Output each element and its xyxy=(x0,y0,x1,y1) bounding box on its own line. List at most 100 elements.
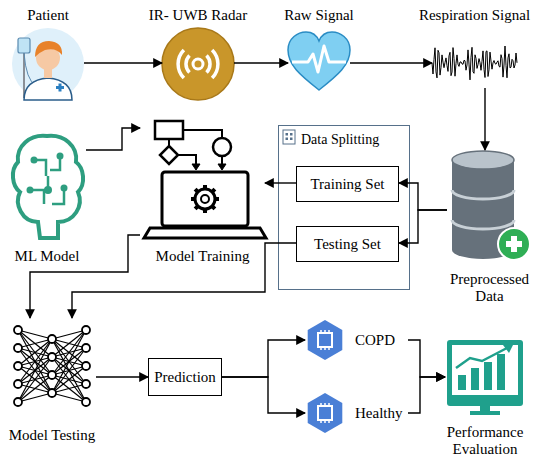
network-link xyxy=(18,339,52,402)
chip-icon-part xyxy=(321,330,329,350)
network-link xyxy=(52,366,86,393)
flow-arrow xyxy=(399,183,447,210)
group-box: Data SplittingTraining SetTesting Set xyxy=(278,125,410,290)
radar-icon-part xyxy=(162,28,234,100)
network-neuron xyxy=(48,335,56,343)
group-title: Data Splitting xyxy=(301,131,379,148)
database-icon-part xyxy=(452,220,514,229)
heart-icon xyxy=(288,32,350,90)
chip-icon-part xyxy=(318,333,332,347)
brain-icon-part xyxy=(30,156,64,204)
database-icon-part xyxy=(511,236,517,252)
heart-icon-part xyxy=(288,32,350,90)
building-icon-part xyxy=(290,133,293,136)
laptop-icon-part xyxy=(191,185,219,213)
network-link xyxy=(52,330,86,393)
brain-icon-part xyxy=(57,153,64,160)
flow-arrow xyxy=(484,88,485,150)
flow-arrow xyxy=(30,235,140,318)
node-label: Prediction xyxy=(154,369,216,386)
laptop-icon-part xyxy=(155,121,183,139)
database-node: Preprocessed Data xyxy=(447,150,532,265)
node-label: Patient xyxy=(27,7,69,24)
flow-arrow xyxy=(399,210,447,243)
network-link xyxy=(18,330,52,375)
building-icon-part xyxy=(283,130,295,144)
database-icon-part xyxy=(452,190,514,199)
patient-icon-part xyxy=(35,41,62,57)
patient-icon-part xyxy=(12,28,84,100)
chart-icon-part xyxy=(470,411,500,415)
network-neuron xyxy=(82,380,90,388)
network-neuron xyxy=(48,389,56,397)
node-label: Performance Evaluation xyxy=(430,424,540,458)
node-label: IR- UWB Radar xyxy=(149,7,247,24)
patient-icon-part xyxy=(59,84,62,92)
brain-icon xyxy=(13,136,83,238)
node-label: Preprocessed Data xyxy=(440,271,540,305)
network-link xyxy=(52,348,86,393)
chart-icon-part xyxy=(456,348,507,368)
patient-icon xyxy=(12,28,84,100)
patient-icon-part xyxy=(18,38,30,53)
node-label: Healthy xyxy=(355,405,402,422)
chart-icon-part xyxy=(447,340,523,406)
node-label: Model Testing xyxy=(9,427,96,444)
laptop-icon-part xyxy=(218,164,226,170)
node-label: Model Training xyxy=(156,248,250,265)
radar-icon-part xyxy=(193,59,203,69)
building-icon xyxy=(283,130,295,144)
chart-icon-part xyxy=(503,345,513,353)
laptop-icon-part xyxy=(162,172,248,226)
database-icon-part xyxy=(498,228,530,260)
flow-arrow xyxy=(408,377,445,413)
network-link xyxy=(18,375,52,402)
network-link xyxy=(18,339,52,384)
heart-icon-part xyxy=(292,46,346,72)
testing-node: Model Testing xyxy=(8,318,96,413)
process-box: Testing Set xyxy=(296,226,399,262)
laptop-icon-part xyxy=(213,138,231,156)
chart-icon-part xyxy=(471,368,479,390)
chip-icon xyxy=(308,320,343,360)
model-node: ML Model xyxy=(8,130,86,242)
database-icon xyxy=(452,151,530,260)
building-icon-part xyxy=(290,138,293,141)
network-neuron xyxy=(82,326,90,334)
flow-arrow xyxy=(222,340,305,377)
node-label: COPD xyxy=(355,332,395,349)
laptop-icon-part xyxy=(192,164,200,170)
chip-icon-part xyxy=(308,393,343,433)
flow-arrow xyxy=(408,340,445,377)
chart-icon-part xyxy=(458,375,466,390)
evaluation-node: Performance Evaluation xyxy=(445,338,525,416)
network-link xyxy=(18,330,52,393)
network-neuron xyxy=(14,344,22,352)
laptop-icon xyxy=(144,121,266,238)
node-label: Respiration Signal xyxy=(419,7,530,24)
network-link xyxy=(52,339,86,402)
signal-node: Raw Signal xyxy=(288,32,350,94)
radar-icon-part xyxy=(207,56,211,73)
radar-icon-part xyxy=(186,56,190,73)
process-box: Training Set xyxy=(296,166,399,202)
process-box: Prediction xyxy=(148,358,222,396)
chip-icon-part xyxy=(321,403,329,423)
laptop-icon-part xyxy=(183,130,222,138)
network-neuron xyxy=(48,371,56,379)
building-icon-part xyxy=(286,133,289,136)
chip-icon-part xyxy=(318,406,332,420)
radar-icon xyxy=(162,28,234,100)
neural-network-icon xyxy=(14,326,90,406)
network-link xyxy=(18,393,52,402)
class-node: Healthy xyxy=(305,393,408,433)
chart-icon xyxy=(447,340,523,415)
network-link xyxy=(52,393,86,402)
network-neuron xyxy=(14,380,22,388)
brain-icon-part xyxy=(44,186,52,194)
laptop-icon-part xyxy=(195,189,215,209)
